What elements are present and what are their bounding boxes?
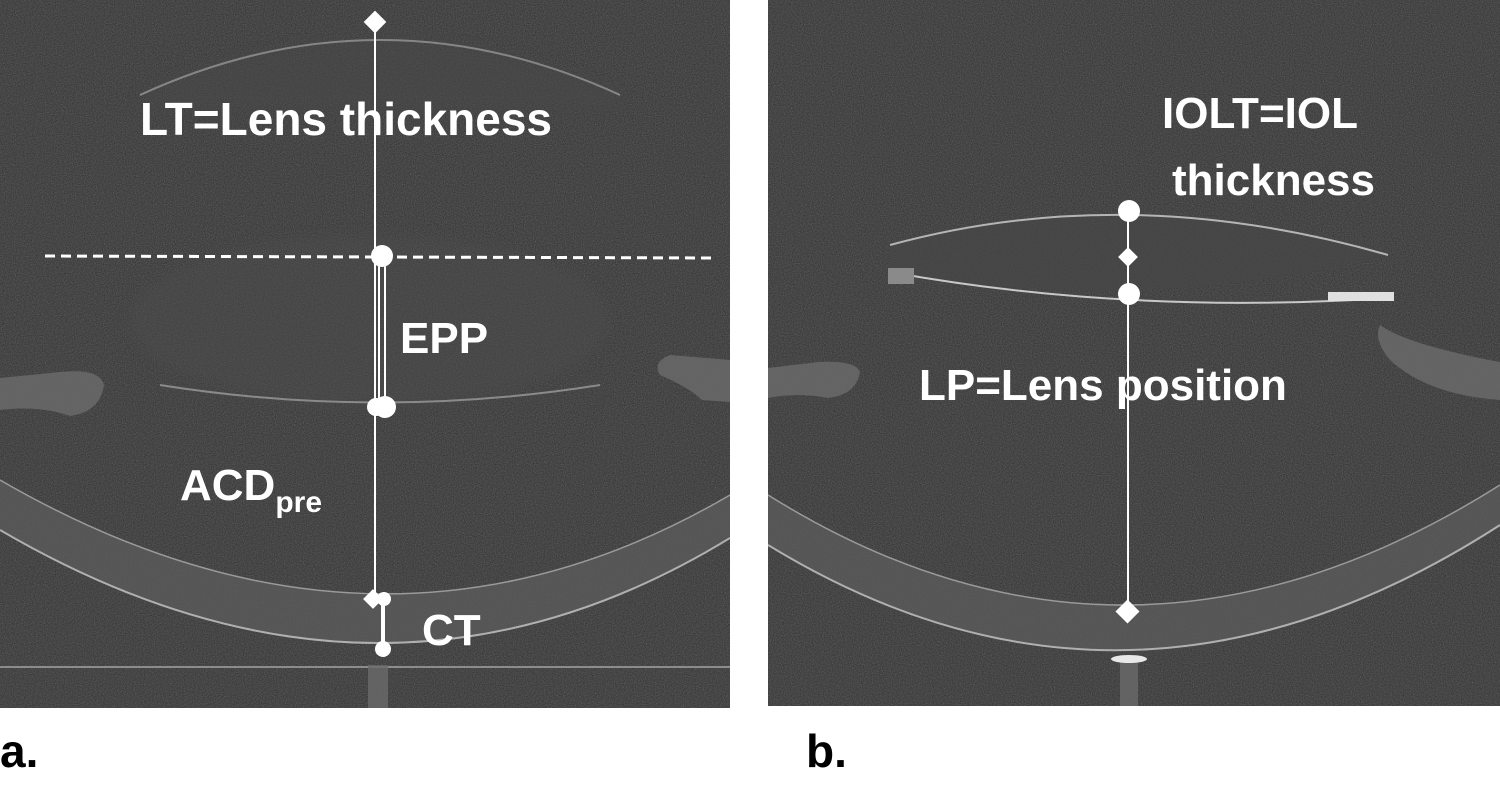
label-lens-position: LP=Lens position <box>919 361 1287 410</box>
ct-top-marker <box>377 592 391 606</box>
cornea-band <box>768 485 1500 651</box>
label-acd-subscript: pre <box>275 486 322 519</box>
cornea-anterior-edge <box>768 524 1500 652</box>
label-lens-thickness: LT=Lens thickness <box>140 93 552 145</box>
iris-left <box>768 361 860 398</box>
cornea-anterior-edge <box>0 529 730 645</box>
iol-edge-left <box>888 268 914 284</box>
label-acd-main: ACD <box>180 461 275 510</box>
lens-nucleus-haze <box>130 235 610 405</box>
iol-posterior-marker <box>1118 283 1140 305</box>
iol-body <box>890 214 1388 291</box>
cornea-endothelium-marker <box>1115 599 1140 624</box>
iol-haptic-reflection <box>1328 292 1394 301</box>
iris-right <box>657 355 730 402</box>
iol-anterior-marker <box>1118 200 1140 222</box>
label-acd: ACDpre <box>180 461 322 519</box>
central-artifact <box>368 665 388 708</box>
panel-letter-a: a. <box>0 725 39 777</box>
label-iolt-line1: IOLT=IOL <box>1162 89 1358 138</box>
central-artifact <box>1120 658 1138 706</box>
ct-bottom-marker <box>375 641 391 657</box>
epp-top-marker <box>371 245 393 267</box>
iol-center-marker <box>1118 247 1138 267</box>
label-ct: CT <box>422 606 481 655</box>
label-epp: EPP <box>400 314 488 363</box>
iris-left <box>0 371 104 416</box>
lens-posterior-marker-right <box>374 396 396 418</box>
cornea-endothelium-marker <box>363 589 383 609</box>
iris-right <box>1377 325 1500 400</box>
corneal-vertex-reflection <box>1111 655 1147 663</box>
label-iolt-line2: thickness <box>1172 156 1375 205</box>
panel-letter-b: b. <box>806 725 847 777</box>
oct-scan-panel-a: LT=Lens thickness EPP ACDpre CT <box>0 0 730 708</box>
cornea-band <box>0 480 730 644</box>
oct-scan-panel-b: IOLT=IOL thickness LP=Lens position <box>768 0 1500 706</box>
lens-anterior-haze <box>140 40 620 110</box>
